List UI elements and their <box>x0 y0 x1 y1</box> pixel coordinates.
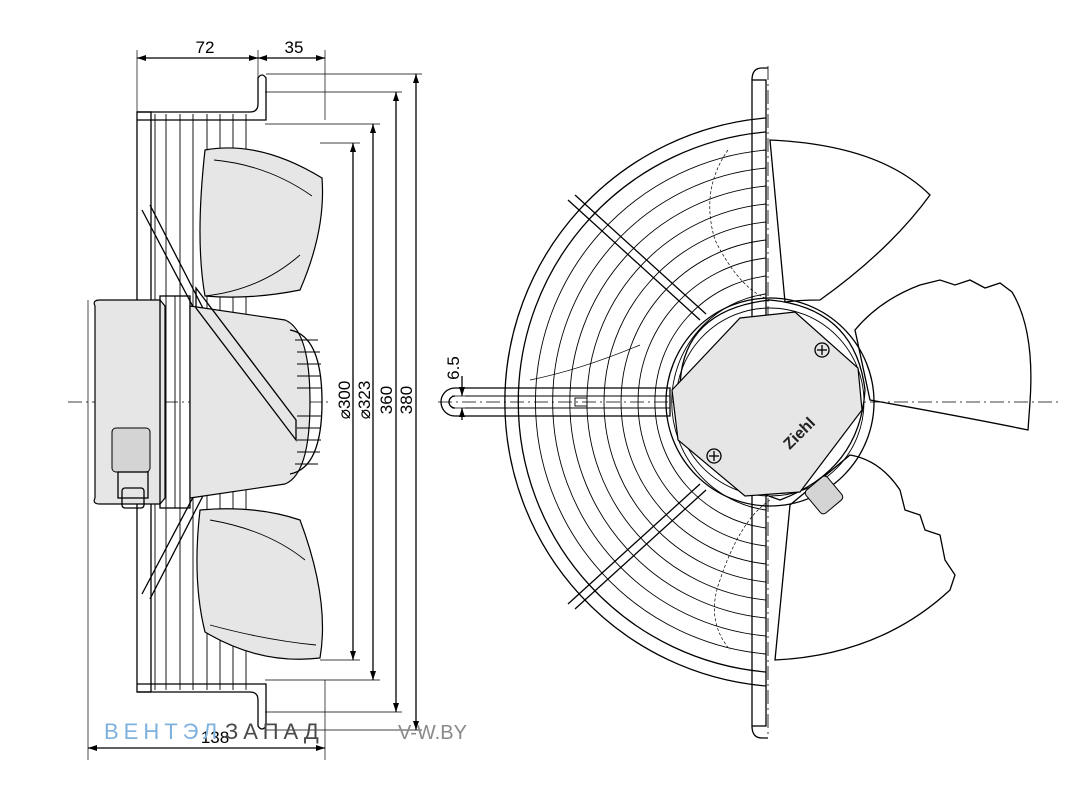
dim-323-label: ⌀323 <box>355 381 374 420</box>
watermark: ВЕНТЭЛ ЗАПАД V-W.BY <box>104 719 467 744</box>
dim-300-label: ⌀300 <box>335 381 354 420</box>
watermark-site: V-W.BY <box>398 722 467 744</box>
dim-72-label: 72 <box>196 38 215 57</box>
dim-138-label: 138 <box>201 728 229 747</box>
front-view: Ziehl <box>438 66 1062 739</box>
watermark-part2: ЗАПАД <box>225 719 324 744</box>
side-view <box>68 74 330 730</box>
slot-dimension: 6.5 <box>444 356 470 420</box>
dim-360-label: 360 <box>377 386 396 414</box>
dim-35-label: 35 <box>285 38 304 57</box>
watermark-part1: ВЕНТЭЛ <box>104 719 222 744</box>
side-view-dimensions: 72 35 138 ⌀300 ⌀323 36 <box>87 38 422 760</box>
dim-380-label: 380 <box>397 386 416 414</box>
dim-6-5-label: 6.5 <box>444 356 463 380</box>
